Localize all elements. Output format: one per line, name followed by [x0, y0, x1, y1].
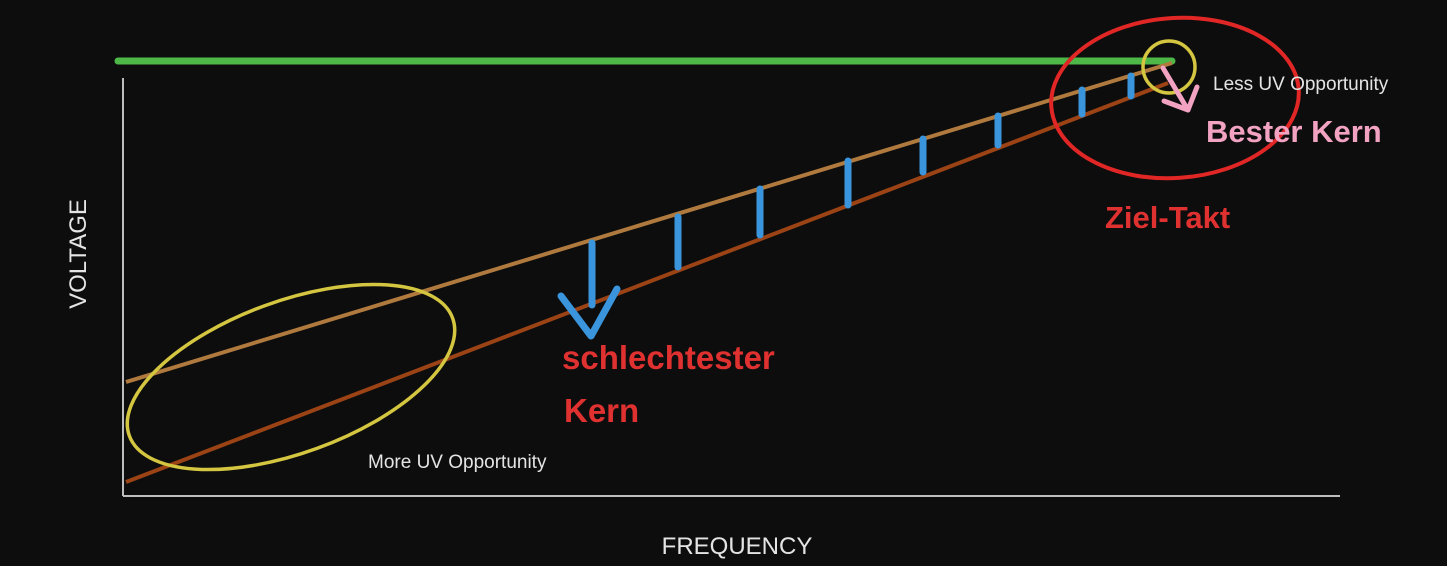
more-uv-label: More UV Opportunity: [368, 452, 547, 473]
x-axis-label: FREQUENCY: [662, 533, 813, 560]
more-uv-ellipse: [125, 282, 457, 472]
worst-core-label-line2: Kern: [564, 392, 639, 429]
down-arrow-icon: [557, 285, 621, 340]
y-axis-label: VOLTAGE: [65, 199, 92, 309]
worst-core-label-line1: schlechtester: [562, 339, 775, 376]
target-clock-label: Ziel-Takt: [1105, 200, 1230, 235]
pink-arrow-icon: [1160, 65, 1200, 113]
less-uv-circle: [1141, 39, 1197, 95]
undervolt-markers: [588, 72, 1135, 309]
less-uv-label: Less UV Opportunity: [1213, 74, 1389, 95]
target-clock-ellipse: [1049, 15, 1301, 181]
best-core-label: Bester Kern: [1206, 114, 1382, 149]
best-core-vf-line: [125, 81, 1169, 484]
